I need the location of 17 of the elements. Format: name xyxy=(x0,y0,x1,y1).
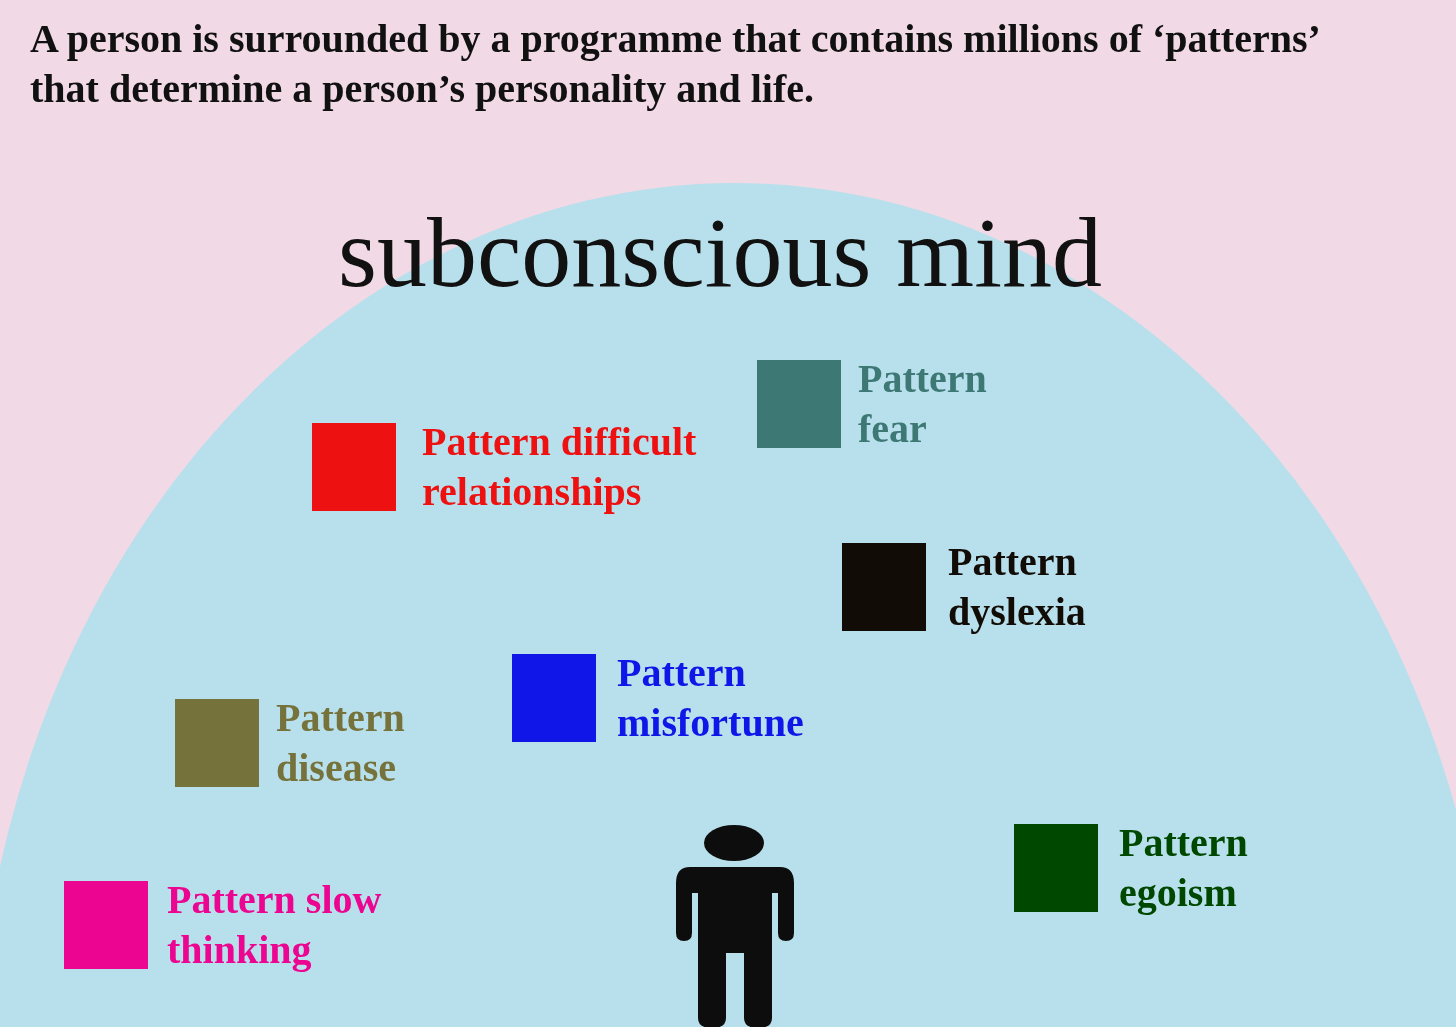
pattern-label: Pattern dyslexia xyxy=(948,538,1087,636)
pattern-square xyxy=(175,699,259,787)
pattern-label: Pattern slow thinking xyxy=(167,876,383,974)
person-figure xyxy=(676,823,794,1027)
pattern-square xyxy=(512,654,596,742)
pattern-label: Pattern egoism xyxy=(1119,819,1249,917)
pattern-label: Pattern disease xyxy=(276,694,406,792)
pattern-square xyxy=(64,881,148,969)
dome-heading: subconscious mind xyxy=(337,196,1103,310)
pattern-square xyxy=(842,543,926,631)
pattern-label: Pattern difficult relationships xyxy=(422,418,698,516)
pattern-label: Pattern misfortune xyxy=(617,649,805,747)
pattern-square xyxy=(1014,824,1098,912)
pattern-square xyxy=(757,360,841,448)
pattern-square xyxy=(312,423,396,511)
title: A person is surrounded by a programme that contains millions of ‘patterns’ that determine a person’s personality and life. xyxy=(30,15,1319,113)
pattern-label: Pattern fear xyxy=(858,355,988,453)
